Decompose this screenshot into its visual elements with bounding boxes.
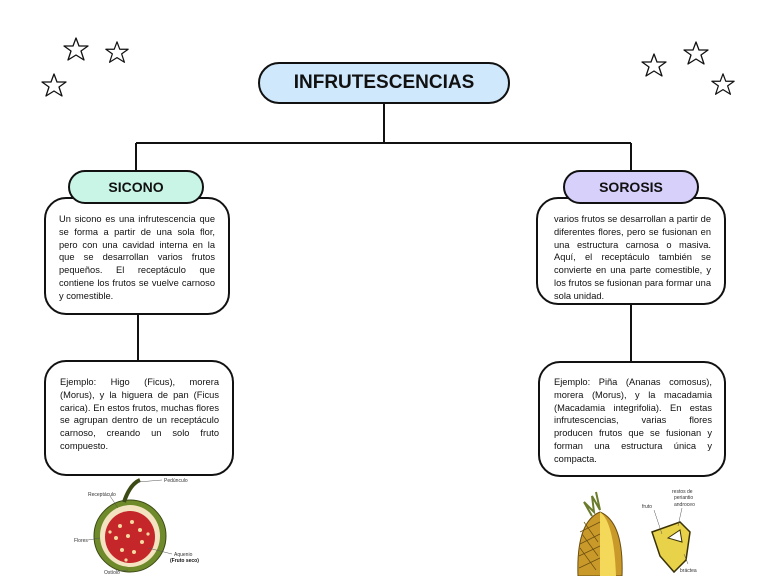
fig-label-fruit: fruto [642, 504, 652, 510]
sicono-definition-box: Un sicono es una infrutescencia que se f… [44, 197, 230, 315]
sorosis-example-text: Ejemplo: Piña (Ananas comosus), morera (… [554, 377, 712, 464]
fig-label-bract: bráctea [680, 568, 697, 574]
star-icon [641, 53, 667, 77]
star-icon [683, 41, 709, 65]
sorosis-definition-text: varios frutos se desarrollan a partir de… [554, 214, 711, 301]
sorosis-node: SOROSIS [563, 170, 699, 204]
fig-label-achene-note: (Fruto seco) [170, 558, 199, 564]
title-node: INFRUTESCENCIAS [258, 62, 510, 104]
fig-label-flowers: Flores [74, 538, 88, 544]
star-icon [105, 41, 129, 63]
pineapple-illustration: restos de periantio androceo fruto bráct… [577, 489, 697, 576]
sorosis-definition-box: varios frutos se desarrollan a partir de… [536, 197, 726, 305]
sicono-example-box: Ejemplo: Higo (Ficus), morera (Morus), y… [44, 360, 234, 476]
star-icon [63, 37, 89, 61]
fig-label-remains: restos de [672, 489, 693, 495]
sicono-example-text: Ejemplo: Higo (Ficus), morera (Morus), y… [60, 377, 219, 451]
star-icon [711, 73, 735, 95]
fig-label-peduncle: Pedúnculo [164, 478, 188, 484]
sorosis-example-box: Ejemplo: Piña (Ananas comosus), morera (… [538, 361, 726, 477]
sicono-node: SICONO [68, 170, 204, 204]
fig-label-androecium: androceo [674, 502, 695, 508]
fig-label-perianth: periantio [674, 495, 693, 501]
fig-label-receptacle: Receptáculo [88, 492, 116, 498]
sicono-definition-text: Un sicono es una infrutescencia que se f… [59, 214, 215, 301]
fig-label-achene: Aquenio [174, 552, 193, 558]
fig-label-ostiole: Ostíolo [104, 570, 120, 576]
star-icon [41, 73, 67, 97]
fig-illustration: Pedúnculo Receptáculo Flores Aquenio (Fr… [74, 478, 199, 576]
